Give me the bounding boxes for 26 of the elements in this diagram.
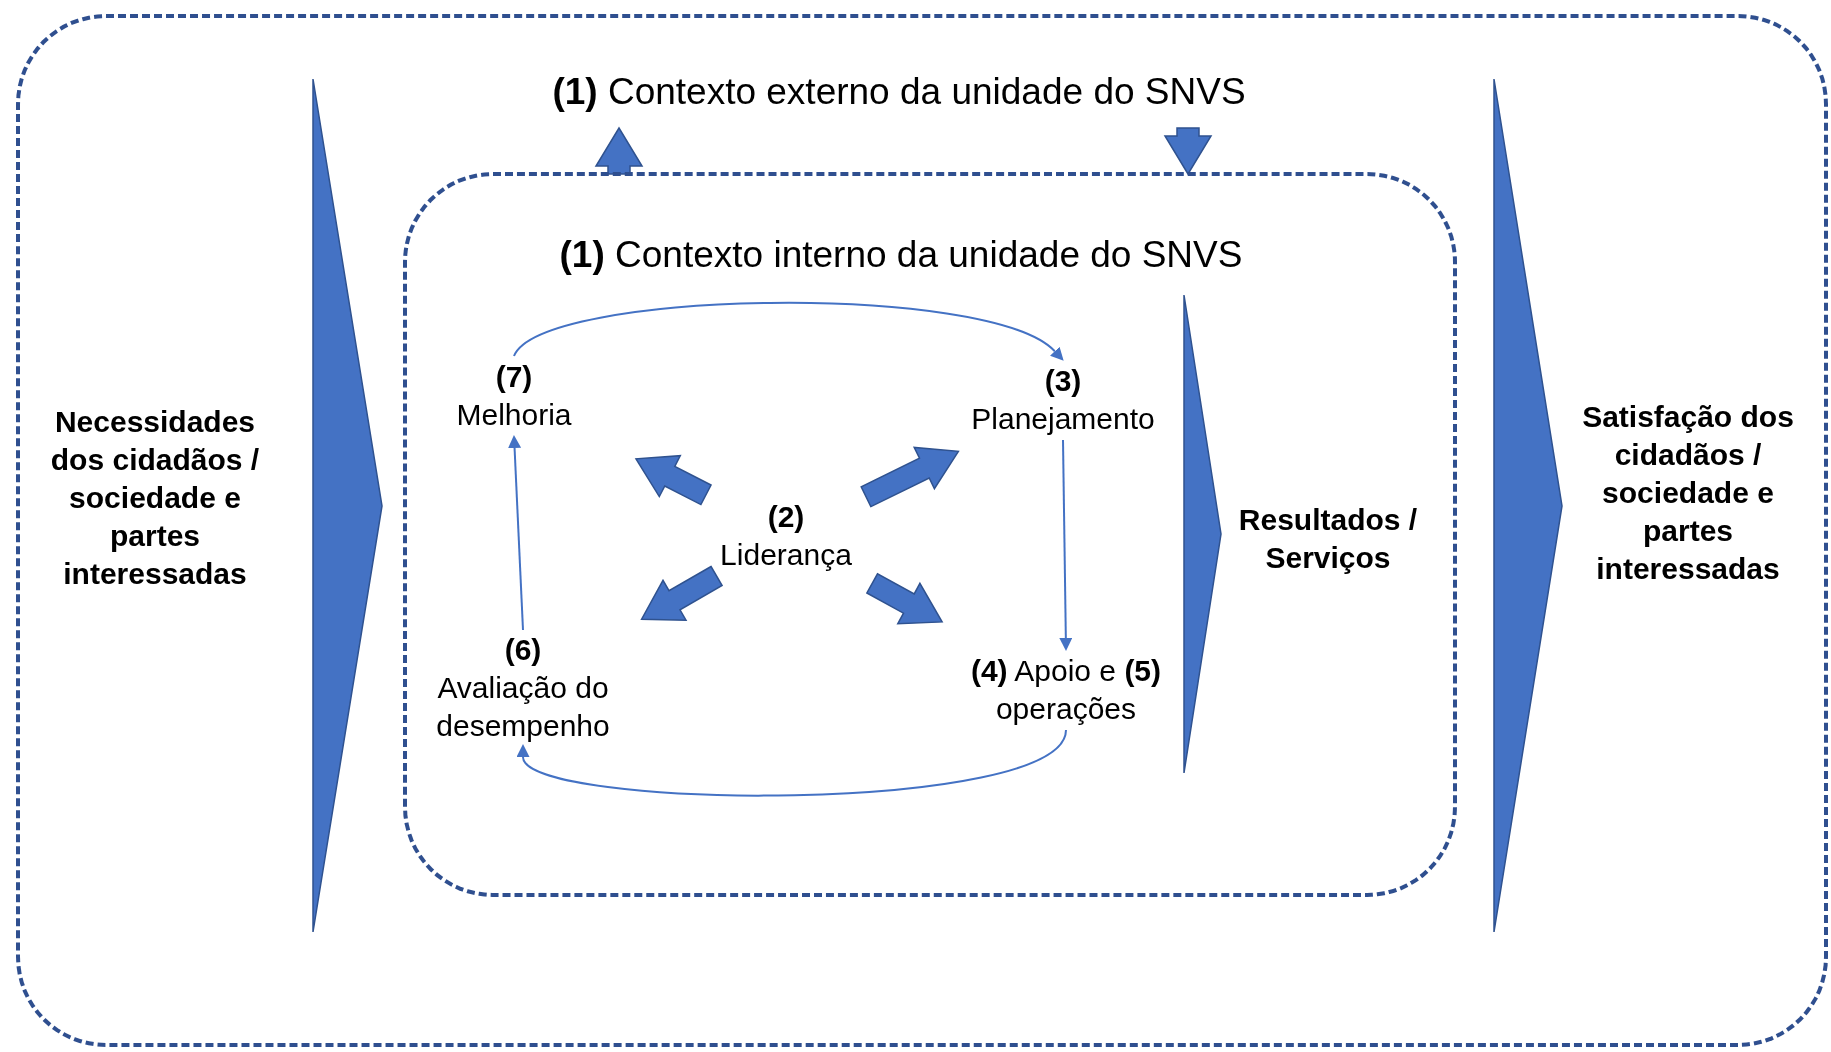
step-number: (7) [495,359,533,395]
block-arrow [860,446,960,508]
block-arrow [634,454,712,506]
node-label: Planejamento [971,401,1155,437]
node-label: Necessidades dos cidadãos / sociedade e partes interessadas [49,403,261,592]
step-number: (6) [504,631,542,668]
block-arrow [865,572,944,625]
step-number: (2) [767,499,805,535]
node-label: Resultados / Serviços [1238,502,1418,576]
dashed-region [403,172,1457,897]
arrow [1059,439,1073,651]
node-label: Melhoria [456,397,572,433]
block-arrow [1163,127,1213,176]
arrow [513,301,1066,359]
block-arrow [640,565,724,621]
node-label: Liderança [720,537,852,573]
node-label: (4) Apoio e (5) operações [969,653,1163,727]
step-number: (3) [1044,363,1082,399]
arrow [508,435,524,631]
node-label: Satisfação dos cidadãos / sociedade e partes interessadas [1581,398,1795,587]
region-title: (1) Contexto externo da unidade do SNVS [551,71,1247,113]
dashed-region [16,14,1828,1047]
block-arrow [594,126,644,175]
region-title: (1) Contexto interno da unidade do SNVS [558,234,1244,276]
arrow [514,729,1067,797]
node-label: Avaliação do desempenho [435,669,611,744]
